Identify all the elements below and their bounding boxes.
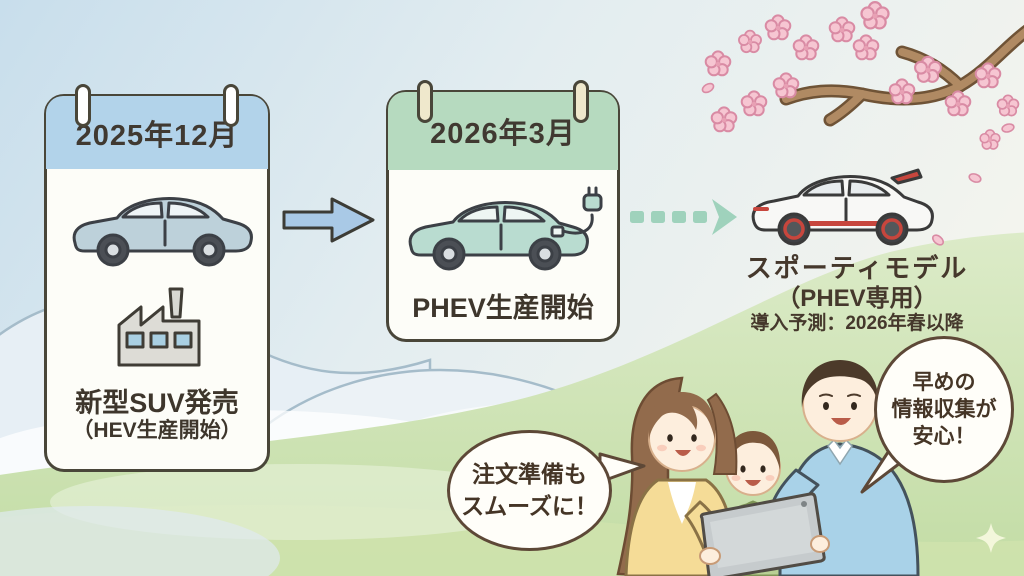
arrow-right-icon [282, 197, 375, 243]
phev-suv-car-with-plug-illustration [408, 186, 603, 271]
speech-line: 情報収集が [891, 397, 997, 421]
speech-line: スムーズに！ [461, 492, 598, 519]
mist-bottom-left [0, 506, 280, 576]
speech-line: 早めの [912, 370, 976, 394]
calendar-card-december-2025: 2025年12月 新型SUV発売 （HEV生産開始） [44, 84, 270, 472]
step1-subtitle: （HEV生産開始） [72, 419, 242, 442]
mother [616, 376, 738, 576]
calendar-ring-icon [417, 80, 433, 123]
cherry-blossom-branch-icon [700, 1, 1024, 248]
tablet [699, 492, 830, 576]
calendar-date-header: 2025年12月 [46, 96, 268, 169]
calendar-ring-icon [75, 84, 91, 127]
branch [779, 24, 1024, 127]
speech-line: 安心！ [912, 425, 976, 449]
step2-title: PHEV生産開始 [412, 293, 594, 323]
step1-title: 新型SUV発売 [75, 388, 239, 418]
factory-icon [117, 287, 201, 367]
family-with-tablet-illustration [616, 360, 920, 576]
hev-suv-car-illustration [72, 197, 253, 267]
sporty-suv-car-illustration [751, 168, 934, 246]
calendar-ring-icon [573, 80, 589, 123]
dashed-arrow-right-icon [630, 199, 737, 235]
calendar-card-march-2026: 2026年3月 PHEV生産開始 [386, 80, 620, 342]
speech-line: 注文準備も [472, 461, 587, 488]
speech-bubble-order: 注文準備も スムーズに！ [447, 430, 612, 551]
sparkle-icon [976, 523, 1006, 553]
speech-bubble-research: 早めの 情報収集が 安心！ [874, 336, 1014, 483]
calendar-ring-icon [223, 84, 239, 127]
